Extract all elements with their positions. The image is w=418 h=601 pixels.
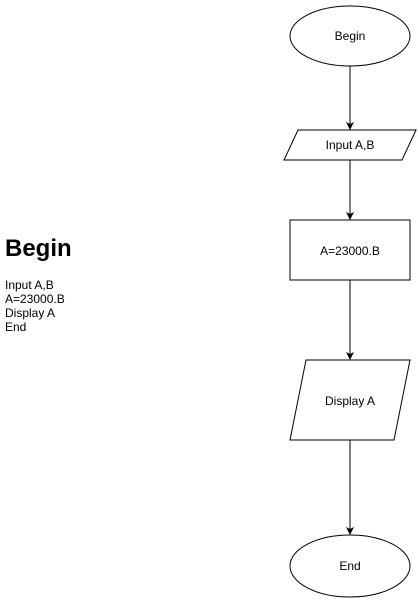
flow-start-node: Begin (289, 5, 411, 67)
output-label: Display A (325, 394, 375, 408)
input-parallelogram (283, 129, 417, 161)
pseudocode-line-process: A=23000.B (5, 292, 65, 306)
end-ellipse (289, 534, 411, 598)
output-parallelogram (289, 359, 411, 441)
input-label: Input A,B (326, 138, 375, 152)
end-label: End (339, 559, 360, 573)
pseudocode-line-display: Display A (5, 306, 56, 320)
pseudocode-block: Begin Input A,B A=23000.B Display A End (5, 234, 135, 334)
process-label: A=23000.B (320, 244, 380, 258)
flow-end-node: End (289, 534, 411, 598)
pseudocode-line-end: End (5, 320, 27, 334)
start-label: Begin (335, 29, 366, 43)
flow-input-node: Input A,B (283, 129, 417, 161)
flow-process-node: A=23000.B (289, 219, 411, 281)
process-rectangle (289, 219, 411, 281)
pseudocode-title: Begin (5, 235, 72, 262)
pseudocode-line-input: Input A,B (5, 278, 54, 292)
flow-output-node: Display A (289, 359, 411, 441)
